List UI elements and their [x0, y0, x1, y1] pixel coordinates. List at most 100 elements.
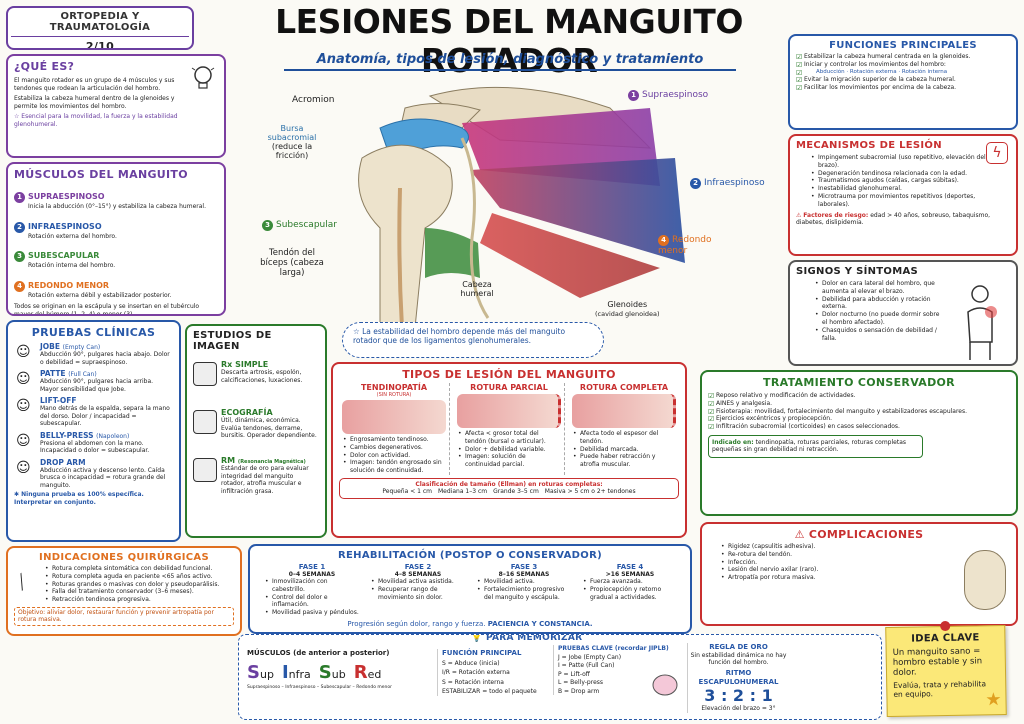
lesion-type-column: TENDINOPATÍA(SIN ROTURA)Engrosamiento te… — [339, 383, 450, 475]
memorizar-regla: REGLA DE ORO Sin estabilidad dinámica no… — [687, 643, 789, 713]
rehab-phase-item: Fortalecimiento progresivo del manguito … — [476, 586, 572, 602]
estudio-desc: Estándar de oro para evaluar integridad … — [221, 465, 309, 495]
rehab-footer: Progresión según dolor, rango y fuerza. … — [256, 620, 684, 629]
indicado-text: tendinopatía, roturas parciales, roturas… — [712, 438, 907, 454]
complicacion-item: Lesión del nervio axilar (raro). — [720, 566, 1010, 574]
brain-icon — [652, 674, 678, 696]
sisr-caption: Supraespinoso – Infraespinoso – Subescap… — [247, 684, 392, 690]
estudio-desc: Útil, dinámica, económica. Evalúa tendon… — [221, 417, 317, 439]
prueba-head: PATTE (Full Can) — [40, 369, 173, 378]
que-es-note: ☆ Esencial para la movilidad, la fuerza … — [14, 113, 218, 128]
mnemonic-letter: Red — [354, 662, 382, 683]
knee-icon — [964, 550, 1006, 610]
tratamiento-item: Infiltración subacromial (corticoides) e… — [708, 423, 1010, 432]
rehab-phase-item: Movilidad activa asistida. — [370, 578, 466, 586]
lesion-type-list: Engrosamiento tendinoso.Cambios degenera… — [342, 436, 446, 475]
funcion-mnemonic: I/R = Rotación externa — [442, 669, 510, 677]
clasificacion-box: Clasificación de tamaño (Ellman) en rotu… — [339, 477, 679, 499]
prueba-sub: (Full Can) — [68, 371, 97, 378]
estudio-item: ECOGRAFÍA Útil, dinámica, económica. Eva… — [193, 408, 319, 448]
lesion-type-name: ROTURA COMPLETA — [579, 383, 669, 392]
xray-icon — [193, 362, 217, 386]
que-es-p2: Estabiliza la cabeza humeral dentro de l… — [14, 95, 175, 110]
quirurgicas-list: Rotura completa sintomática con debilida… — [14, 565, 234, 604]
muscle-name: SUPRAESPINOSO — [28, 192, 105, 201]
prueba-desc: Abducción 90°, pulgares hacia abajo. Dol… — [40, 351, 170, 366]
prueba-mnemonic: L = Belly-press — [558, 679, 604, 686]
pin-icon — [940, 620, 951, 632]
stability-callout-text: La estabilidad del hombro depende más de… — [353, 327, 566, 345]
mnemonic-letter: Sub — [319, 662, 346, 683]
lesion-type-item: Imagen: tendón engrosado sin solución de… — [342, 459, 446, 475]
prueba-name: PATTE — [40, 369, 66, 378]
mecanismo-item: Impingement subacromial (uso repetitivo,… — [810, 154, 986, 170]
prueba-sub: (Empty Can) — [62, 344, 101, 351]
que-es-note-text: Esencial para la movilidad, la fuerza y … — [14, 113, 178, 128]
complicaciones-title-text: COMPLICACIONES — [808, 528, 924, 541]
rehab-phase-list: Fuerza avanzada.Propiocepción y retorno … — [582, 578, 678, 601]
tratamiento-item: Reposo relativo y modificación de activi… — [708, 392, 1010, 401]
rehab-footer-text: Progresión según dolor, rango y fuerza. — [347, 619, 486, 628]
prueba-head: LIFT-OFF — [40, 396, 173, 405]
muscle-number-marker: 3 — [14, 251, 25, 262]
mecanismos-list: Impingement subacromial (uso repetitivo,… — [796, 154, 986, 209]
funcion-item: Estabilizar la cabeza humeral centrada e… — [796, 53, 1010, 62]
label-subescapular-text: Subescapular — [276, 220, 337, 230]
signo-item: Debilidad para abducción y rotación exte… — [814, 296, 946, 312]
rehab-phase-item: Fuerza avanzada. — [582, 578, 678, 586]
lesion-type-item: Engrosamiento tendinoso. — [342, 436, 446, 444]
muscle-name: REDONDO MENOR — [28, 280, 110, 290]
prueba-desc: Abducción 90°, pulgares hacia arriba. Ma… — [40, 378, 154, 393]
estudio-head: Rx SIMPLE — [221, 360, 319, 369]
mecanismo-item: Microtrauma por movimientos repetitivos … — [810, 193, 986, 209]
rehab-phase: FASE 24–8 SEMANASMovilidad activa asisti… — [370, 563, 466, 617]
musculos-title: MÚSCULOS DEL MANGUITO — [14, 168, 188, 181]
prueba-head: JOBE (Empty Can) — [40, 342, 173, 351]
ritmo-note: Elevación del brazo = 3° — [701, 705, 776, 713]
clasificacion-title: Clasificación de tamaño (Ellman) en rotu… — [415, 480, 603, 488]
rehab-phase-item: Recuperar rango de movimiento sin dolor. — [370, 586, 466, 602]
estudio-sub: (Resonancia Magnética) — [237, 459, 306, 465]
estudios-title: ESTUDIOS DE IMAGEN — [193, 330, 272, 352]
prueba-name: JOBE — [40, 342, 61, 351]
star-icon: ☆ — [353, 327, 363, 336]
rehab-phase-name: FASE 2 — [404, 563, 432, 571]
lesion-type-column: ROTURA PARCIALAfecta < grosor total del … — [454, 383, 565, 475]
label-glenoides-name: Glenoides — [607, 300, 648, 309]
tratamiento-item: Ejercicios excéntricos y propiocepción. — [708, 415, 1010, 424]
prueba-desc: Abducción activa y descenso lento. Caída… — [40, 466, 166, 489]
prueba-name: BELLY-PRESS — [40, 430, 94, 440]
warning-icon: ⚠ — [796, 211, 804, 219]
ritmo-value: 3 : 2 : 1 — [704, 686, 773, 706]
signos-list: Dolor en cara lateral del hombro, que au… — [796, 280, 946, 342]
label-glenoides: Glenoides(cavidad glenoidea) — [595, 300, 660, 318]
mnemonic-rest: nfra — [288, 667, 311, 681]
lesion-type-item: Puede haber retracción y atrofia muscula… — [572, 453, 676, 469]
muscle-number-marker: 1 — [14, 192, 25, 203]
que-es-title: ¿QUÉ ES? — [14, 60, 75, 73]
estudio-name: ECOGRAFÍA — [221, 408, 273, 417]
musculos-footer: Todos se originan en la escápula y se in… — [14, 303, 200, 316]
muscle-desc: Rotación interna del hombro. — [28, 262, 116, 269]
label-bursa-note: (reduce la fricción) — [271, 142, 313, 160]
muscle-name: INFRAESPINOSO — [28, 221, 102, 231]
ellman-size: Grande 3–5 cm — [493, 488, 539, 496]
rehab-phase-list: Movilidad activa asistida.Recuperar rang… — [370, 578, 466, 601]
mnemonic-letter: Sup — [247, 662, 274, 683]
rehab-phase: FASE 10–4 SEMANASInmovilización con cabe… — [264, 563, 360, 617]
tratamiento-title: TRATAMIENTO CONSERVADOR — [763, 376, 955, 389]
prueba-desc: Presiona el abdomen con la mano. Incapac… — [40, 439, 150, 455]
label-redondo-menor-text: Redondo menor — [658, 235, 712, 256]
prueba-mnemonic: J = Jobe (Empty Can) — [558, 653, 622, 661]
rehab-phase-list: Movilidad activa.Fortalecimiento progres… — [476, 578, 572, 601]
rehab-phase-weeks: 4–8 SEMANAS — [394, 571, 442, 578]
mnemonic-rest: ub — [331, 667, 346, 681]
lesion-type-item: Dolor + debilidad variable. — [457, 446, 561, 454]
lightbulb-icon: 💡 — [471, 634, 486, 643]
prueba-item: ☺PATTE (Full Can)Abducción 90°, pulgares… — [14, 369, 173, 393]
rehab-phase-weeks: 8–16 SEMANAS — [498, 571, 550, 578]
